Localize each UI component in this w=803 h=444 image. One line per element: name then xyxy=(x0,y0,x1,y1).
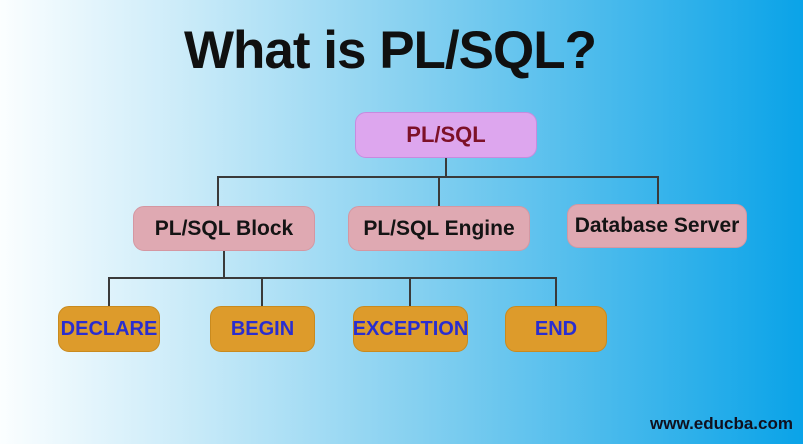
page-title: What is PL/SQL? xyxy=(184,21,597,80)
connector-root-stem xyxy=(445,158,447,176)
node-declare: DECLARE xyxy=(58,306,160,352)
connector-block-stem xyxy=(223,251,225,277)
watermark-url: www.educba.com xyxy=(650,414,793,433)
connector-drop-plsql-block xyxy=(217,178,219,206)
connector-top-horizontal xyxy=(217,176,659,178)
connector-drop-end xyxy=(555,279,557,306)
node-plsql-block: PL/SQL Block xyxy=(133,206,315,251)
connector-drop-database-server xyxy=(657,178,659,204)
connector-drop-plsql-engine xyxy=(438,178,440,206)
connector-drop-declare xyxy=(108,279,110,306)
node-database-server: Database Server xyxy=(567,204,747,248)
connector-drop-begin xyxy=(261,279,263,306)
node-plsql-engine: PL/SQL Engine xyxy=(348,206,530,251)
connector-bottom-horizontal xyxy=(108,277,557,279)
node-exception: EXCEPTION xyxy=(353,306,468,352)
node-plsql: PL/SQL xyxy=(355,112,537,158)
node-end: END xyxy=(505,306,607,352)
connector-drop-exception xyxy=(409,279,411,306)
node-begin: BEGIN xyxy=(210,306,315,352)
